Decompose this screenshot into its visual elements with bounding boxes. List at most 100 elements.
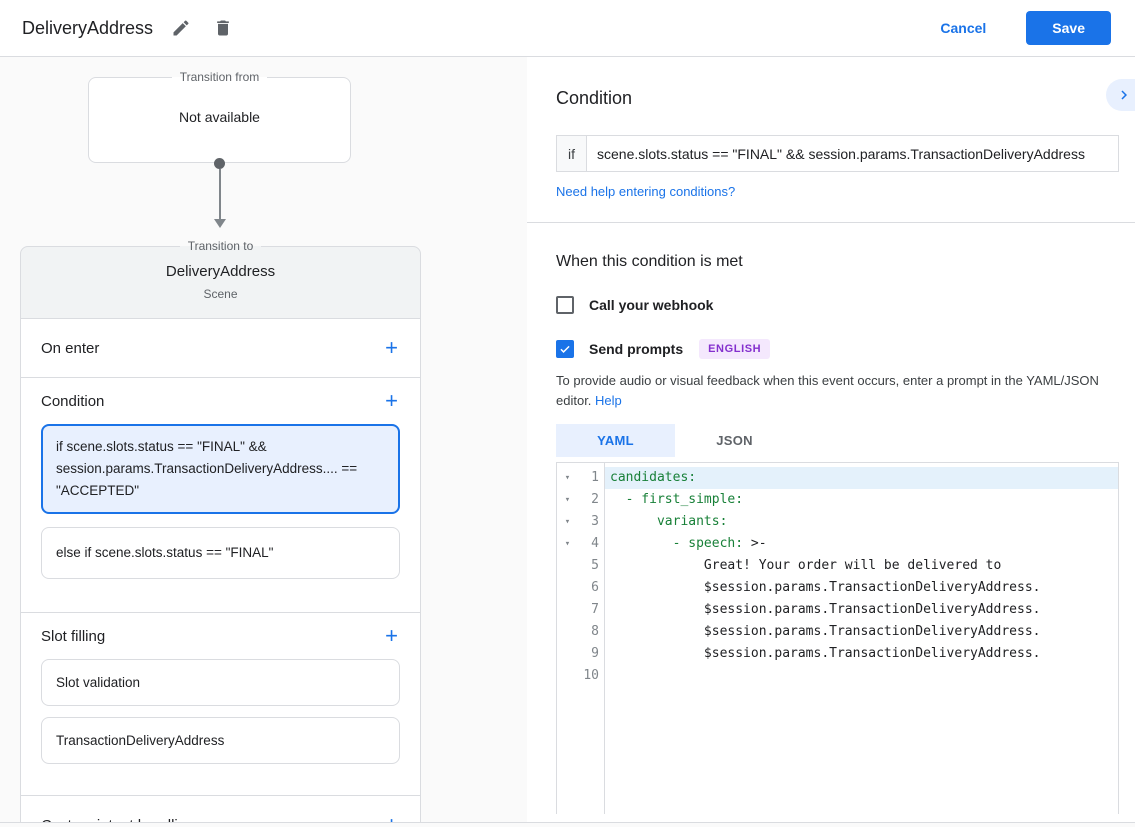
fold-arrow-icon[interactable]: ▾ xyxy=(564,473,571,483)
code-line[interactable]: variants: xyxy=(605,511,1118,533)
condition-card[interactable]: else if scene.slots.status == "FINAL" xyxy=(41,527,400,579)
format-tab[interactable]: JSON xyxy=(675,424,794,457)
scene-name: DeliveryAddress xyxy=(165,263,276,280)
fold-arrow-icon[interactable]: ▾ xyxy=(564,495,571,505)
language-badge: ENGLISH xyxy=(699,339,771,359)
line-number: 7 xyxy=(591,602,599,617)
connector-line xyxy=(218,169,221,219)
line-number: 1 xyxy=(591,470,599,485)
on-enter-label: On enter xyxy=(41,339,100,357)
pencil-icon xyxy=(171,18,191,38)
slot-card-text: TransactionDeliveryAddress xyxy=(56,733,225,748)
slot-filling-label: Slot filling xyxy=(41,627,106,645)
yaml-value: $session.params.TransactionDeliveryAddre… xyxy=(703,624,1041,639)
condition-card-list: if scene.slots.status == "FINAL" && sess… xyxy=(21,424,420,612)
if-prefix-label: if xyxy=(557,136,587,171)
code-line[interactable]: $session.params.TransactionDeliveryAddre… xyxy=(605,599,1118,621)
panel-divider xyxy=(527,222,1135,223)
line-number: 8 xyxy=(591,624,599,639)
save-button[interactable]: Save xyxy=(1026,11,1111,45)
line-number: 2 xyxy=(591,492,599,507)
add-on-enter-button[interactable]: + xyxy=(385,335,398,360)
code-line[interactable]: $session.params.TransactionDeliveryAddre… xyxy=(605,577,1118,599)
line-number: 3 xyxy=(591,514,599,529)
send-prompts-label: Send prompts xyxy=(589,341,684,357)
call-webhook-checkbox[interactable] xyxy=(556,296,574,314)
gutter-row: ▾ 7 xyxy=(557,599,604,621)
connector-dot-icon xyxy=(214,158,225,169)
add-condition-button[interactable]: + xyxy=(385,388,398,413)
slot-card-text: Slot validation xyxy=(56,675,141,690)
editor-code-area[interactable]: candidates: - first_simple: variants: - … xyxy=(605,463,1118,814)
help-link[interactable]: Help xyxy=(595,393,622,408)
gutter-row: ▾ 2 xyxy=(557,489,604,511)
gutter-row: ▾ 4 xyxy=(557,533,604,555)
yaml-key: candidates: xyxy=(610,470,697,485)
code-line[interactable]: $session.params.TransactionDeliveryAddre… xyxy=(605,621,1118,643)
scene-type-label: Scene xyxy=(203,287,238,301)
tab-label: YAML xyxy=(597,433,634,448)
edit-scene-button[interactable] xyxy=(167,14,195,42)
gutter-row: ▾ 9 xyxy=(557,643,604,665)
gutter-row: ▾ 1 xyxy=(557,467,604,489)
add-slot-button[interactable]: + xyxy=(385,623,398,648)
line-number: 6 xyxy=(591,580,599,595)
yaml-value: Great! Your order will be delivered to xyxy=(703,558,1002,573)
transition-arrow xyxy=(213,158,226,228)
yaml-value: $session.params.TransactionDeliveryAddre… xyxy=(703,602,1041,617)
transition-from-box: Transition from Not available xyxy=(88,70,351,163)
custom-intent-label: Custom intent handling xyxy=(41,817,194,823)
slot-card[interactable]: Slot validation xyxy=(41,659,400,706)
description-text: To provide audio or visual feedback when… xyxy=(556,373,1099,408)
code-line[interactable]: $session.params.TransactionDeliveryAddre… xyxy=(605,643,1118,665)
gutter-row: ▾ 5 xyxy=(557,555,604,577)
send-prompts-checkbox[interactable] xyxy=(556,340,574,358)
prompts-description: To provide audio or visual feedback when… xyxy=(556,371,1118,411)
gutter-row: ▾ 8 xyxy=(557,621,604,643)
top-header: DeliveryAddress Cancel Save xyxy=(0,0,1135,57)
cancel-button[interactable]: Cancel xyxy=(924,12,1002,44)
condition-detail-panel: Condition if Need help entering conditio… xyxy=(527,57,1135,822)
fold-arrow-icon[interactable]: ▾ xyxy=(564,517,571,527)
collapse-panel-button[interactable] xyxy=(1106,79,1135,111)
conditions-help-link[interactable]: Need help entering conditions? xyxy=(556,184,736,199)
condition-if-input[interactable] xyxy=(587,136,1118,171)
transition-to-card: Transition to DeliveryAddress Scene On e… xyxy=(20,239,421,822)
code-line[interactable]: candidates: xyxy=(605,467,1118,489)
editor-gutter: ▾ 1 ▾ 2 ▾ 3 ▾ 4 ▾ 5 xyxy=(557,463,605,814)
delete-scene-button[interactable] xyxy=(209,14,237,42)
transition-to-label: Transition to xyxy=(187,239,254,253)
code-line[interactable]: - first_simple: xyxy=(605,489,1118,511)
yaml-value: >- xyxy=(743,536,767,551)
arrow-down-icon xyxy=(213,219,226,228)
transition-from-label: Transition from xyxy=(179,70,260,84)
section-condition: Condition + if scene.slots.status == "FI… xyxy=(21,378,420,613)
format-tab[interactable]: YAML xyxy=(556,424,675,457)
checkmark-icon xyxy=(558,342,572,356)
add-custom-intent-button[interactable]: + xyxy=(383,814,400,823)
scene-card-header: DeliveryAddress Scene xyxy=(21,253,420,318)
yaml-value: $session.params.TransactionDeliveryAddre… xyxy=(703,580,1041,595)
bottom-scrollbar-track[interactable] xyxy=(0,822,1135,827)
webhook-row: Call your webhook xyxy=(556,296,1119,314)
slot-card[interactable]: TransactionDeliveryAddress xyxy=(41,717,400,764)
transition-from-value: Not available xyxy=(179,109,260,125)
code-line[interactable]: Great! Your order will be delivered to xyxy=(605,555,1118,577)
fold-arrow-icon[interactable]: ▾ xyxy=(564,539,571,549)
yaml-key: - speech: xyxy=(672,536,744,551)
yaml-code-editor[interactable]: ▾ 1 ▾ 2 ▾ 3 ▾ 4 ▾ 5 xyxy=(556,462,1119,814)
section-custom-intent: Custom intent handling + xyxy=(21,796,420,823)
tab-label: JSON xyxy=(716,433,753,448)
section-slot-filling: Slot filling + Slot validation Transacti… xyxy=(21,613,420,796)
scene-sections: On enter + Condition + if scene.slots.st… xyxy=(21,318,420,822)
line-number: 9 xyxy=(591,646,599,661)
code-line[interactable]: - speech: >- xyxy=(605,533,1118,555)
send-prompts-row: Send prompts ENGLISH xyxy=(556,339,1119,359)
call-webhook-label: Call your webhook xyxy=(589,297,714,313)
condition-expression-field: if xyxy=(556,135,1119,172)
gutter-row: ▾ 6 xyxy=(557,577,604,599)
yaml-value: $session.params.TransactionDeliveryAddre… xyxy=(703,646,1041,661)
condition-card[interactable]: if scene.slots.status == "FINAL" && sess… xyxy=(41,424,400,514)
yaml-key: - first_simple: xyxy=(625,492,744,507)
code-line[interactable] xyxy=(605,665,1118,687)
